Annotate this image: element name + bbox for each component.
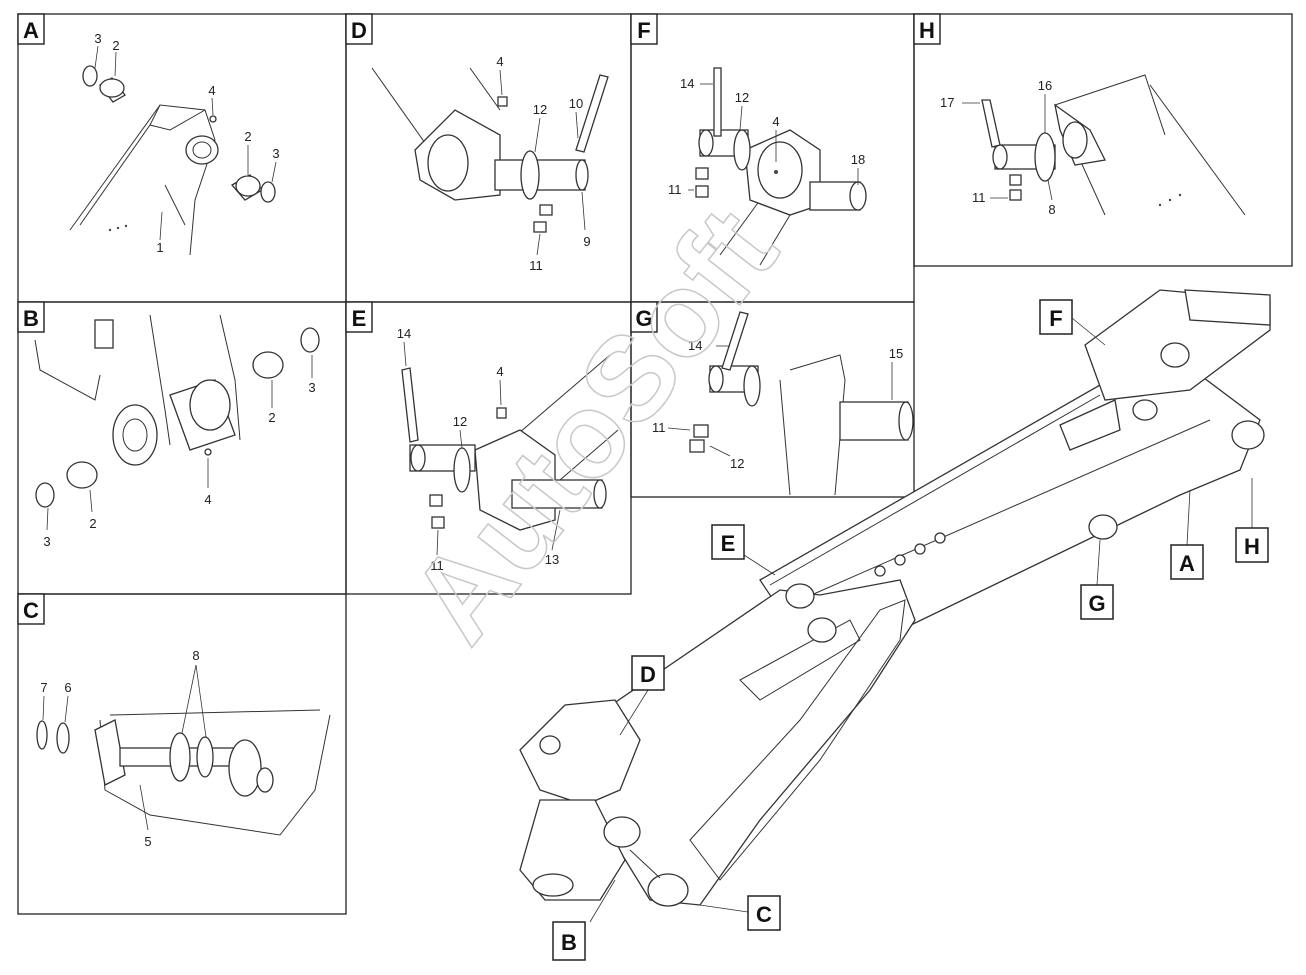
boom-callout-b: B xyxy=(561,930,577,955)
part-number-label: 11 xyxy=(430,558,444,573)
part-number-label: 4 xyxy=(772,114,779,129)
panel-h-labels: 17 16 11 8 xyxy=(940,78,1056,217)
part-number-label: 12 xyxy=(730,456,744,471)
panel-frames xyxy=(17,13,1293,915)
panel-f-tag: F xyxy=(637,18,650,43)
part-number-label: 9 xyxy=(583,234,590,249)
boom-callout-a: A xyxy=(1179,551,1195,576)
part-number-label: 3 xyxy=(43,534,50,549)
part-number-label: 15 xyxy=(889,346,903,361)
part-number-label: 17 xyxy=(940,95,954,110)
part-number-label: 2 xyxy=(268,410,275,425)
panel-a-frame xyxy=(17,13,347,303)
panel-e-drawing xyxy=(401,341,619,556)
panel-d-tag: D xyxy=(351,18,367,43)
part-number-label: 13 xyxy=(545,552,559,567)
panel-g-drawing xyxy=(667,311,914,496)
panel-d-drawing xyxy=(371,67,609,256)
part-number-label: 4 xyxy=(496,364,503,379)
panel-f-labels: 14 12 4 11 18 xyxy=(668,76,865,197)
boom-callout-h: H xyxy=(1244,534,1260,559)
part-number-label: 3 xyxy=(308,380,315,395)
part-number-label: 2 xyxy=(244,129,251,144)
part-number-label: 16 xyxy=(1038,78,1052,93)
part-number-label: 6 xyxy=(64,680,71,695)
panel-b-frame xyxy=(17,301,347,595)
panel-f-drawing xyxy=(688,67,867,266)
boom-assembly-drawing xyxy=(519,289,1271,907)
part-number-label: 2 xyxy=(112,38,119,53)
part-number-label: 12 xyxy=(453,414,467,429)
part-number-label: 3 xyxy=(272,146,279,161)
boom-callout-d: D xyxy=(640,662,656,687)
panel-c-frame xyxy=(17,593,347,915)
panel-c-tag: C xyxy=(23,598,39,623)
panel-h-frame xyxy=(913,13,1293,267)
part-number-label: 2 xyxy=(89,516,96,531)
part-number-label: 4 xyxy=(208,83,215,98)
part-number-label: 12 xyxy=(735,90,749,105)
panel-e-tag: E xyxy=(352,306,367,331)
panel-g-frame xyxy=(630,301,915,498)
part-number-label: 11 xyxy=(529,258,543,273)
part-number-label: 10 xyxy=(569,96,583,111)
panel-b-drawing xyxy=(34,314,320,531)
part-number-label: 7 xyxy=(40,680,47,695)
part-number-label: 4 xyxy=(204,492,211,507)
panel-g-labels: 14 15 11 12 xyxy=(652,338,903,471)
part-number-label: 1 xyxy=(156,240,163,255)
panel-tags: A B C D E F G H xyxy=(17,13,941,625)
part-number-label: 8 xyxy=(192,648,199,663)
panel-b-tag: B xyxy=(23,306,39,331)
panel-c-labels: 7 6 8 5 xyxy=(40,648,199,849)
part-number-label: 18 xyxy=(851,152,865,167)
panel-a-tag: A xyxy=(23,18,39,43)
boom-callout-c: C xyxy=(756,902,772,927)
part-number-label: 14 xyxy=(397,326,411,341)
panel-g-tag: G xyxy=(635,306,652,331)
panel-b-labels: 3 2 4 2 3 xyxy=(43,380,315,549)
panel-c-drawing xyxy=(36,664,331,836)
panel-a-drawing xyxy=(69,45,277,256)
boom-callout-f: F xyxy=(1049,306,1062,331)
part-number-label: 14 xyxy=(688,338,702,353)
part-number-label: 8 xyxy=(1048,202,1055,217)
part-number-label: 14 xyxy=(680,76,694,91)
part-number-label: 11 xyxy=(652,420,666,435)
panel-a-labels: 3 2 4 2 3 1 xyxy=(94,31,279,255)
panel-e-labels: 14 4 12 11 13 xyxy=(397,326,559,573)
boom-callouts: F E A H G D B C xyxy=(552,299,1269,961)
boom-callout-g: G xyxy=(1088,591,1105,616)
part-number-label: 4 xyxy=(496,54,503,69)
part-number-label: 5 xyxy=(144,834,151,849)
panel-h-tag: H xyxy=(919,18,935,43)
part-number-label: 3 xyxy=(94,31,101,46)
boom-callout-e: E xyxy=(721,531,736,556)
panel-d-labels: 4 12 10 9 11 xyxy=(496,54,590,273)
part-number-label: 11 xyxy=(972,190,986,205)
part-number-label: 12 xyxy=(533,102,547,117)
part-number-label: 11 xyxy=(668,182,682,197)
panel-h-drawing xyxy=(962,74,1246,216)
